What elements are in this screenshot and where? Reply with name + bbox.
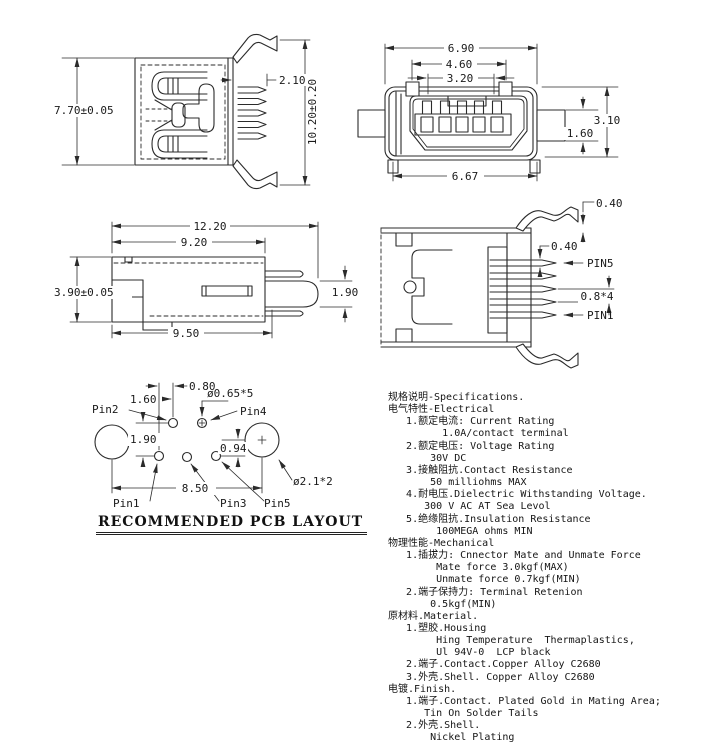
label-pcb-pin3: Pin3 xyxy=(220,497,247,510)
spec-line: 原材料.Material. xyxy=(388,610,479,622)
spec-line: 1.0A/contact terminal xyxy=(388,428,569,440)
spec-line: Mate force 3.0kgf(MAX) xyxy=(388,562,569,574)
view-pcb-layout xyxy=(94,382,293,502)
spec-line: 3.外壳.Shell. Copper Alloy C2680 xyxy=(388,671,595,683)
view-top-left-profile xyxy=(52,33,311,190)
spec-line: 1.端子.Contact. Plated Gold in Mating Area… xyxy=(388,695,661,707)
view-side-profile xyxy=(52,220,362,339)
spec-line: 5.绝缘阻抗.Insulation Resistance xyxy=(388,513,591,525)
dim-contact-height: 1.90 xyxy=(332,286,359,299)
dim-row-pitch: 1.60 xyxy=(130,393,157,406)
spec-line: Unmate force 0.7kgf(MIN) xyxy=(388,574,581,586)
spec-line: Tin On Solder Tails xyxy=(388,708,539,720)
spec-line: 规格说明-Specifications. xyxy=(388,392,525,403)
spec-line: Ul 94V-0 LCP black xyxy=(388,647,551,659)
dia-mount-holes: ø2.1*2 xyxy=(293,475,333,488)
pcb-layout-title: RECOMMENDED PCB LAYOUT xyxy=(96,514,368,535)
dia-pin-holes: ø0.65*5 xyxy=(207,387,253,400)
view3-dim-text-bg xyxy=(52,220,362,339)
dim-mount-span: 8.50 xyxy=(182,482,209,495)
dim-body-length: 9.20 xyxy=(181,236,208,249)
rear-body-outline xyxy=(380,206,579,369)
view2-dim-text-bg xyxy=(442,42,626,182)
label-pcb-pin5: Pin5 xyxy=(264,497,291,510)
view4-dim-text-bg xyxy=(578,291,616,303)
spec-line: 30V DC xyxy=(388,452,467,464)
side-body-outline xyxy=(111,256,319,331)
dim-contact-gap: 2.10 xyxy=(279,74,306,87)
dim-overall-length: 12.20 xyxy=(193,220,226,233)
dim-slot-span: 3.20 xyxy=(447,72,474,85)
spec-line: 1.额定电流: Current Rating xyxy=(388,416,555,428)
dim-latch-span: 4.60 xyxy=(446,58,473,71)
spec-line: Hing Temperature Thermaplastics, xyxy=(388,635,635,647)
dim-tab-height: 1.60 xyxy=(567,127,594,140)
pin-row xyxy=(489,259,557,319)
dim-pin-thickness: 0.40 xyxy=(551,240,578,253)
spec-line: 50 milliohms MAX xyxy=(388,477,527,489)
spec-line: 电气特性-Electrical xyxy=(388,404,495,416)
spec-line: 电镀.Finish. xyxy=(388,683,457,695)
connector-body-outline xyxy=(134,33,278,190)
dim-body-height: 7.70±0.05 xyxy=(54,104,114,117)
spec-line: 300 V AC AT Sea Levol xyxy=(388,501,551,513)
spec-line: 100MEGA ohms MIN xyxy=(388,525,533,537)
view1-dim-text-bg xyxy=(52,74,309,117)
shell-face-outline xyxy=(357,81,566,174)
spec-line: 1.插拔力: Cnnector Mate and Unmate Force xyxy=(388,550,641,562)
spec-line: 4.耐电压.Dielectric Withstanding Voltage. xyxy=(388,489,647,501)
dim-row-offset: 1.90 xyxy=(130,433,157,446)
dim-col-pitch: 0.80 xyxy=(189,380,216,393)
spec-line: 2.外壳.Shell. xyxy=(388,720,481,732)
dim-pin-pitch: 0.8*4 xyxy=(580,290,613,303)
label-pin1: PIN1 xyxy=(587,309,614,322)
view-mating-face xyxy=(357,42,626,182)
dim-overall-height: 10.20±0.20 xyxy=(306,79,319,145)
label-pin5: PIN5 xyxy=(587,257,614,270)
pcb-holes xyxy=(94,417,280,463)
dim-base-length: 9.50 xyxy=(173,327,200,340)
spec-line: Nickel Plating xyxy=(388,732,515,744)
dim-shell-width: 6.90 xyxy=(448,42,475,55)
spec-line: 物理性能-Mechanical xyxy=(388,537,495,549)
spec-line: 0.5kgf(MIN) xyxy=(388,598,497,610)
dim-hole-offset: 0.94 xyxy=(220,442,247,455)
spec-line: 2.端子保持力: Terminal Retenion xyxy=(388,586,583,598)
spec-line: 2.额定电压: Voltage Rating xyxy=(388,440,555,452)
pcb-dim-text-bg xyxy=(128,433,248,495)
dim-side-height: 3.90±0.05 xyxy=(54,286,114,299)
spec-line: 1.塑胶.Housing xyxy=(388,622,487,634)
dim-bottom-width: 6.67 xyxy=(452,170,479,183)
spec-line: 3.接触阻抗.Contact Resistance xyxy=(388,464,573,476)
view-rear-pins xyxy=(380,201,616,369)
dim-shell-height: 3.10 xyxy=(594,114,621,127)
dim-leg-thickness: 0.40 xyxy=(596,197,623,210)
label-pcb-pin2: Pin2 xyxy=(92,403,119,416)
label-pcb-pin1: Pin1 xyxy=(113,497,140,510)
label-pcb-pin4: Pin4 xyxy=(240,405,267,418)
specifications-text: 规格说明-Specifications.电气特性-Electrical 1.额定… xyxy=(388,392,700,745)
spec-line: 2.端子.Contact.Copper Alloy C2680 xyxy=(388,659,601,671)
